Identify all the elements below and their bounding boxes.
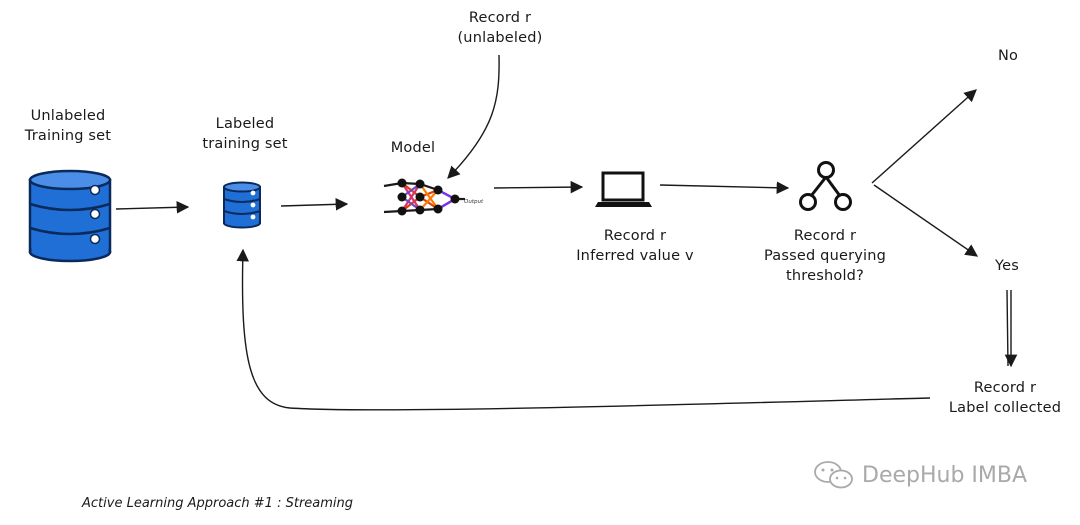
threshold-label: Record r Passed querying threshold? [750,226,900,286]
threshold-label-line2: Passed querying [763,248,887,264]
threshold-label-line3: threshold? [786,268,864,284]
network-output-label: Output [464,199,484,205]
inference-label: Record r Inferred value v [555,226,715,266]
inference-label-line1: Record r [603,228,667,244]
diagram-caption: Active Learning Approach #1 : Streaming [82,496,354,511]
label-collected-label: Record r Label collected [935,378,1075,418]
inference-label-line2: Inferred value v [576,248,694,264]
arrow-laptop-to-decision [659,181,790,195]
labeled-set-label: Labeled training set [185,114,305,154]
arrow-decision-to-yes [873,184,979,257]
unlabeled-set-label-line2: Training set [24,128,112,144]
watermark-text: DeepHub IMBA [862,462,1028,488]
labeled-set-label-line2: training set [202,136,288,152]
model-label: Model [373,138,453,158]
watermark: DeepHub IMBA [812,460,1027,490]
neural-network-icon: Output [383,178,484,216]
flow-arrows [115,54,1018,411]
yes-label: Yes [984,256,1030,276]
model-label-text: Model [390,140,436,156]
incoming-record-label-line1: Record r [468,10,532,26]
unlabeled-set-label-line1: Unlabeled [30,108,106,124]
incoming-record-label: Record r (unlabeled) [440,8,560,48]
label-collected-line1: Record r [973,380,1037,396]
arrow-record-to-model [447,54,500,179]
no-label: No [988,46,1028,66]
incoming-record-label-line2: (unlabeled) [457,30,543,46]
unlabeled-set-label: Unlabeled Training set [8,106,128,146]
label-collected-line2: Label collected [948,400,1062,416]
no-label-text: No [997,48,1019,64]
threshold-label-line1: Record r [793,228,857,244]
arrow-decision-to-no [871,89,977,184]
arrow-unlabeled-to-labeled [115,201,190,214]
arrow-yes-to-label-stroke [1006,289,1009,367]
arrow-model-to-laptop [493,180,584,194]
labeled-set-label-line1: Labeled [215,116,275,132]
labeled-database-icon [223,181,261,229]
unlabeled-database-icon [28,169,112,263]
decision-tree-icon [799,161,852,211]
laptop-icon [595,171,652,207]
arrow-label-back-to-labeled [236,248,931,411]
wechat-icon [814,461,853,489]
arrow-labeled-to-model [280,198,349,211]
yes-label-text: Yes [994,258,1019,274]
